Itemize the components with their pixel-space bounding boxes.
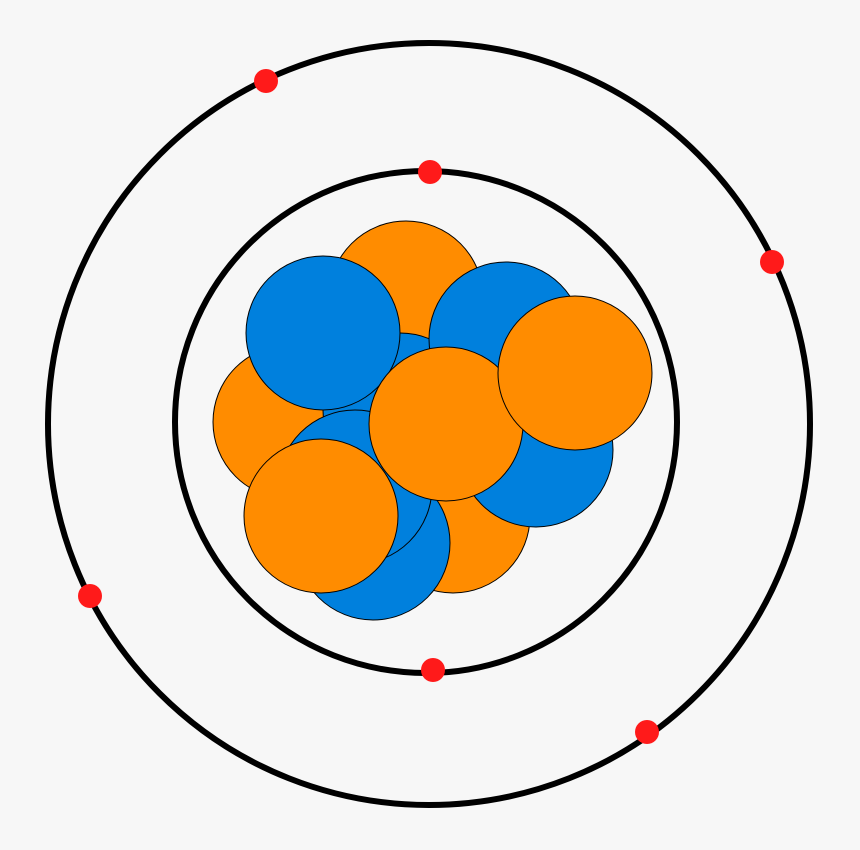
electron <box>78 584 102 608</box>
outer-orbit <box>45 40 813 808</box>
electron <box>635 720 659 744</box>
orange-particle <box>497 295 653 451</box>
electrons <box>78 69 784 744</box>
blue-particle <box>245 255 401 411</box>
orange-particle <box>243 438 399 594</box>
nucleus <box>212 220 653 621</box>
electron <box>254 69 278 93</box>
electron <box>421 658 445 682</box>
electron <box>760 250 784 274</box>
electron <box>418 160 442 184</box>
